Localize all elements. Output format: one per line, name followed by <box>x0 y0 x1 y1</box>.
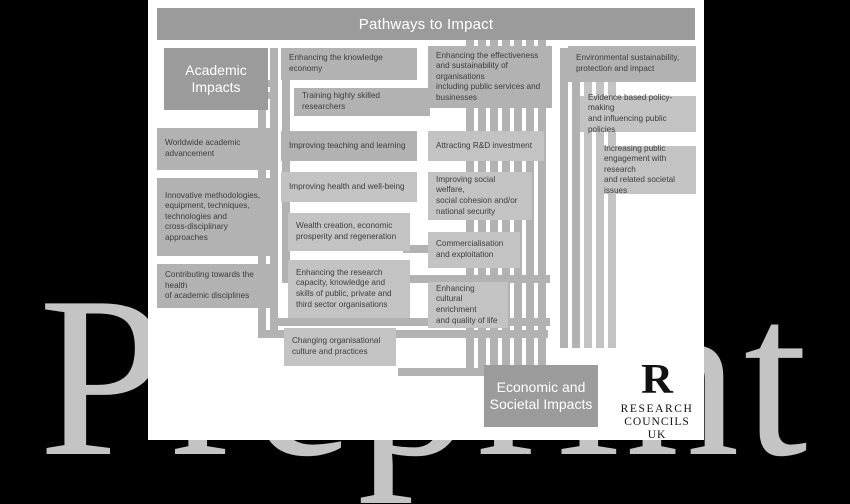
impact-box-commercialisation-exploitation[interactable]: Commercialisation and exploitation <box>428 232 520 268</box>
impact-box-enhancing-effectiveness-sustainability[interactable]: Enhancing the effectiveness and sustaina… <box>428 46 552 108</box>
impact-box-enhancing-research-capacity[interactable]: Enhancing the research capacity, knowled… <box>288 260 410 318</box>
impact-box-innovative-methodologies[interactable]: Innovative methodologies, equipment, tec… <box>157 178 273 256</box>
impact-box-improving-health-wellbeing[interactable]: Improving health and well-being <box>281 172 417 202</box>
connector-ribbon <box>572 48 580 348</box>
impact-box-worldwide-academic-advancement[interactable]: Worldwide academic advancement <box>157 128 273 170</box>
rcuk-logo-line2: COUNCILS UK <box>624 416 690 440</box>
impact-box-attracting-rd-investment[interactable]: Attracting R&D investment <box>428 131 544 161</box>
connector-ribbon <box>282 48 290 283</box>
connector-ribbon <box>584 48 592 348</box>
connector-ribbon <box>538 40 546 370</box>
connector-ribbon <box>560 48 568 348</box>
connector-ribbon <box>258 330 548 338</box>
impact-box-improving-social-welfare[interactable]: Improving social welfare, social cohesio… <box>428 172 532 220</box>
rcuk-logo-line1: RESEARCH <box>620 403 694 415</box>
impact-box-evidence-based-policy-making[interactable]: Evidence based policy-making and influen… <box>580 93 696 134</box>
diagram-title: Pathways to Impact <box>157 8 695 40</box>
screenshot-root: Preprint Pathways to Impact Academi <box>38 0 808 492</box>
anchor-economic-societal-impacts[interactable]: Economic and Societal Impacts <box>484 365 598 427</box>
impact-box-contributing-health-disciplines[interactable]: Contributing towards the health of acade… <box>157 264 273 308</box>
connector-ribbon <box>596 48 604 348</box>
impact-box-enhancing-knowledge-economy[interactable]: Enhancing the knowledge economy <box>281 48 417 80</box>
impact-box-increasing-public-engagement[interactable]: Increasing public engagement with resear… <box>596 144 696 195</box>
rcuk-r-mark-icon: R <box>641 357 673 403</box>
impact-box-training-highly-skilled-researchers[interactable]: Training highly skilled researchers <box>294 88 430 116</box>
connector-ribbon <box>282 275 550 283</box>
impact-box-enhancing-cultural-enrichment[interactable]: Enhancing cultural enrichment and qualit… <box>428 282 508 328</box>
connector-ribbon <box>270 48 278 330</box>
connector-ribbon <box>270 318 550 326</box>
connector-ribbon <box>398 368 488 376</box>
anchor-academic-impacts[interactable]: Academic Impacts <box>164 48 268 110</box>
impact-box-changing-organisational-culture[interactable]: Changing organisational culture and prac… <box>284 328 396 366</box>
impact-box-environmental-sustainability[interactable]: Environmental sustainability, protection… <box>568 46 696 82</box>
connector-ribbon <box>608 48 616 348</box>
impact-box-improving-teaching-learning[interactable]: Improving teaching and learning <box>281 131 417 161</box>
rcuk-logo: R RESEARCH COUNCILS UK <box>618 357 696 440</box>
diagram-canvas: Pathways to Impact Academic Impacts Wor <box>148 0 704 440</box>
impact-box-wealth-creation[interactable]: Wealth creation, economic prosperity and… <box>288 213 410 251</box>
